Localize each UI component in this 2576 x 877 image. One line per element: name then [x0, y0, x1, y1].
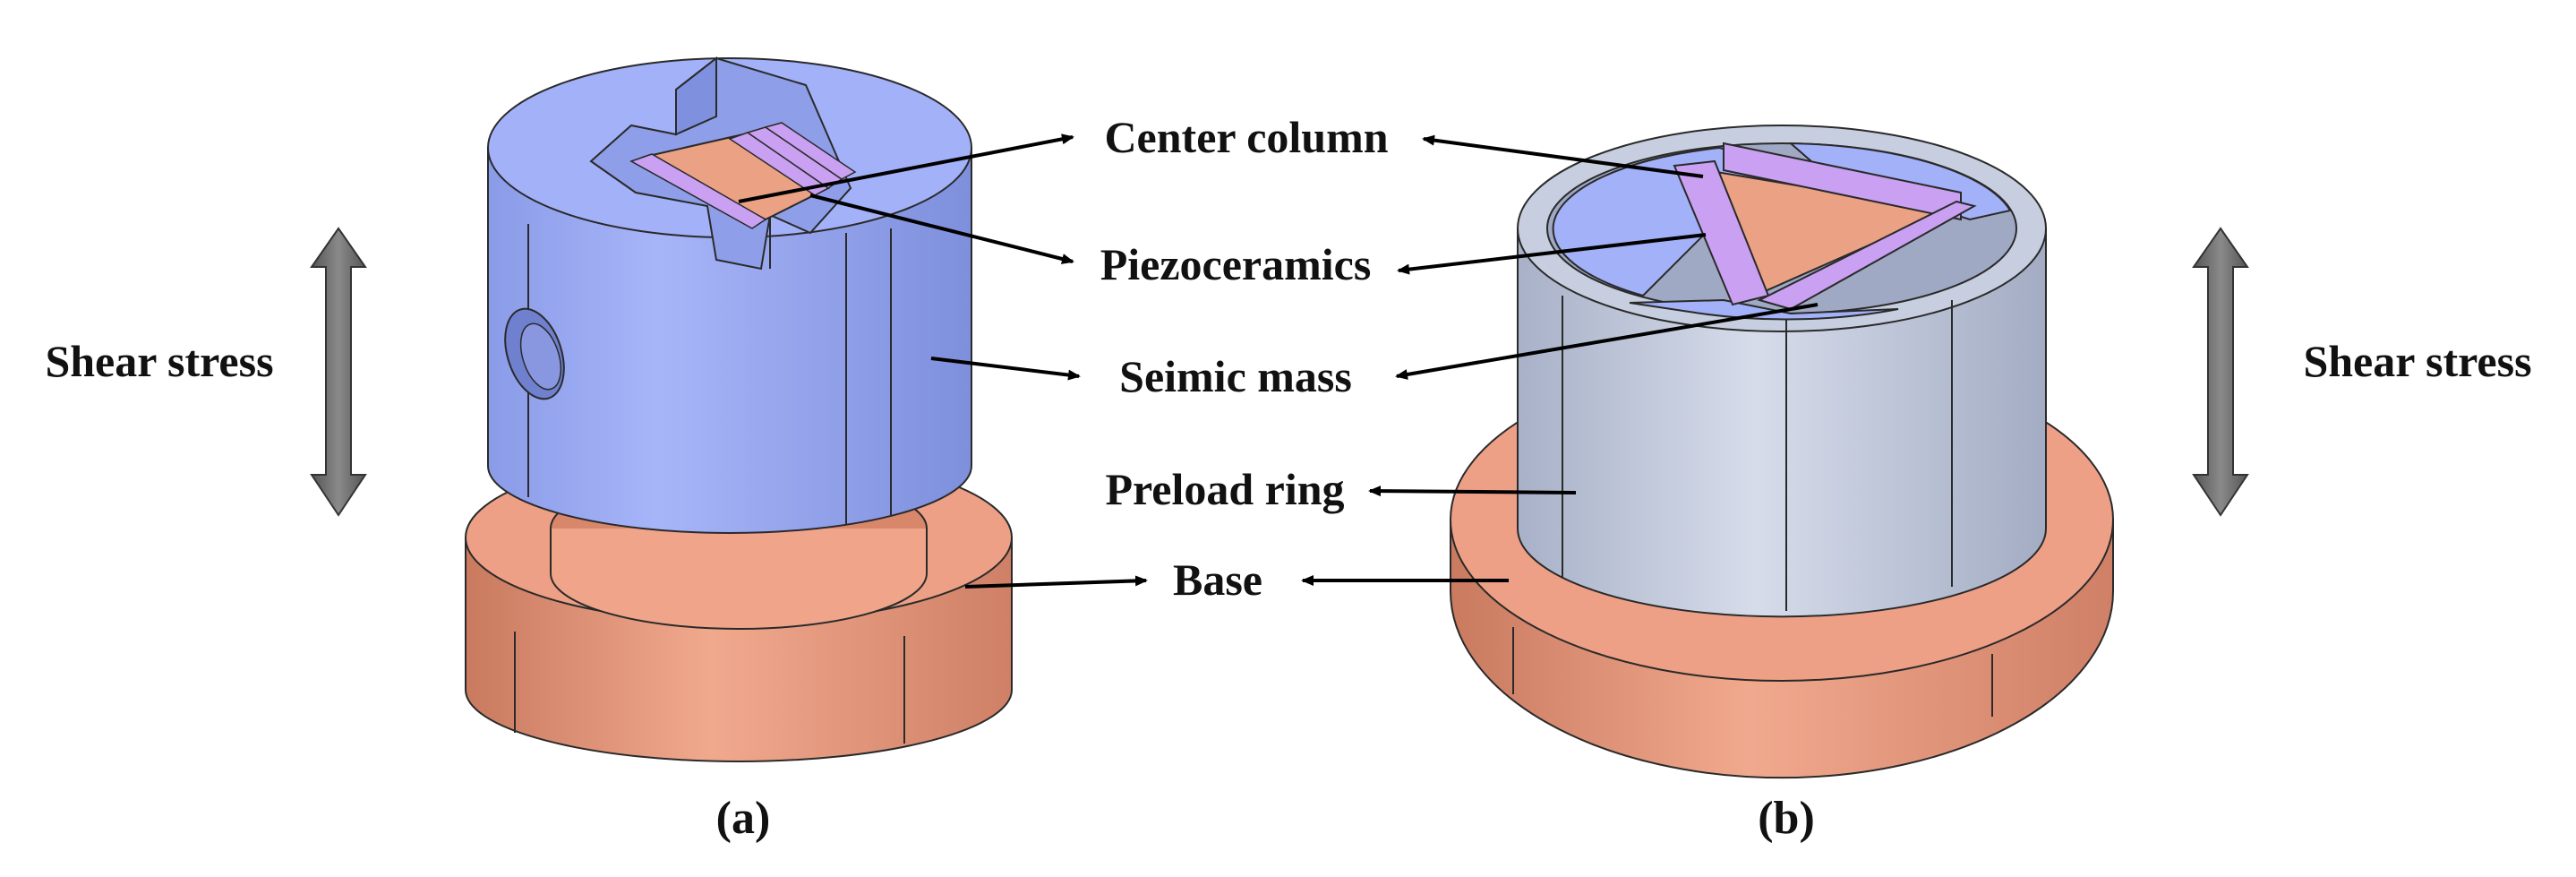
pointer-center-column-a: [738, 133, 1074, 203]
sensor-b: [1450, 125, 2114, 779]
pointer-mass-a: [930, 357, 1081, 381]
label-seismic-mass: Seimic mass: [1119, 351, 1352, 401]
caption-b: (b): [1758, 793, 1815, 844]
pointer-preload-ring: [1368, 486, 1577, 497]
pointer-center-column-b: [1422, 134, 1704, 178]
piezoceramics-a: [629, 122, 857, 229]
leader-lines: [738, 133, 1819, 589]
pointer-mass-b: [1395, 303, 1819, 380]
pointer-piezo-b: [1397, 233, 1707, 275]
pointer-base-a: [964, 575, 1148, 589]
label-piezoceramics: Piezoceramics: [1100, 239, 1372, 289]
label-base: Base: [1173, 555, 1262, 605]
seismic-mass-a: [487, 56, 972, 534]
sensor-a: [465, 56, 1013, 762]
label-shear-stress-left: Shear stress: [45, 336, 273, 386]
label-shear-stress-right: Shear stress: [2303, 336, 2531, 386]
shear-arrow-left: [310, 227, 367, 517]
label-center-column: Center column: [1104, 112, 1388, 162]
caption-a: (a): [716, 793, 771, 844]
pointer-piezo-a: [809, 193, 1074, 264]
shear-arrow-right: [2192, 227, 2249, 517]
label-preload-ring: Preload ring: [1105, 464, 1344, 514]
